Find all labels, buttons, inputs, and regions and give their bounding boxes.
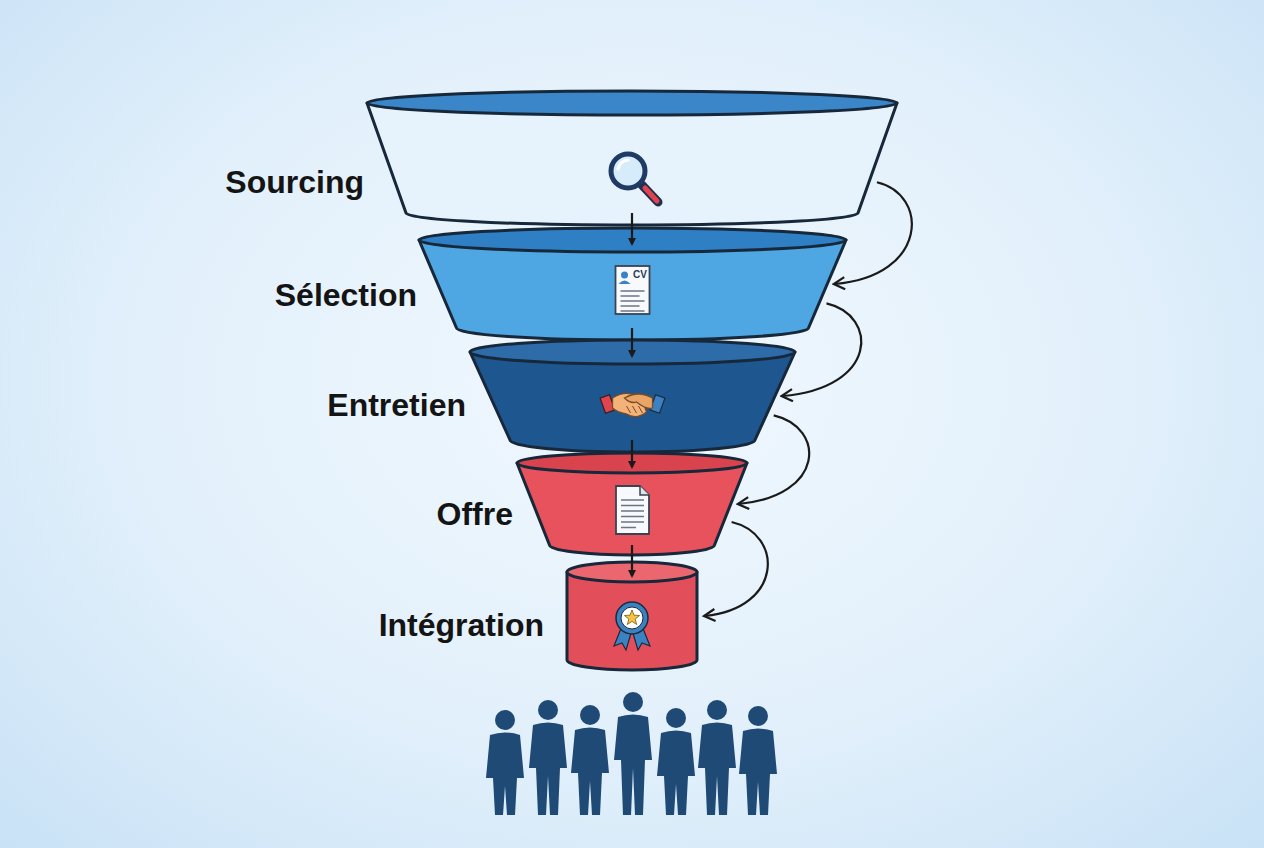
badge-icon	[614, 602, 650, 650]
doc-icon	[616, 486, 649, 534]
band-outline	[470, 340, 795, 452]
band-outline	[517, 453, 747, 555]
person-silhouette	[698, 700, 736, 815]
flow-arrow	[631, 440, 633, 467]
stage-label: Entretien	[327, 388, 466, 423]
cv-icon	[615, 266, 649, 314]
stage-label: Offre	[437, 497, 513, 532]
flow-arrow	[631, 545, 633, 576]
band-body	[567, 572, 697, 670]
band-outline	[419, 228, 846, 340]
person-silhouette	[657, 708, 695, 815]
funnel-band: Offre	[517, 453, 747, 555]
mag-icon	[611, 154, 658, 202]
stage-label: Intégration	[379, 608, 544, 643]
person-silhouette	[571, 705, 609, 815]
stage-label: Sourcing	[225, 165, 364, 200]
band-rim	[367, 91, 897, 115]
flow-arrow	[631, 213, 633, 244]
band-body	[470, 352, 795, 452]
band-body	[367, 103, 897, 225]
band-body	[419, 240, 846, 340]
stage-label: Sélection	[275, 278, 417, 313]
funnel-band: Sourcing	[367, 91, 897, 225]
band-rim	[517, 453, 747, 473]
band-outline	[367, 91, 897, 225]
icon-text: CV	[633, 270, 647, 280]
funnel-band: SélectionCV	[419, 228, 846, 340]
band-rim	[419, 228, 846, 252]
person-silhouette	[614, 692, 652, 815]
person-silhouette	[739, 706, 777, 815]
band-rim	[470, 340, 795, 364]
funnel-cylinder: Intégration	[567, 562, 697, 670]
funnel-band: Entretien	[470, 340, 795, 452]
person-silhouette	[486, 710, 524, 815]
flow-arrow	[631, 328, 633, 356]
person-silhouette	[529, 700, 567, 815]
hand-icon	[600, 393, 665, 416]
band-outline	[567, 562, 697, 670]
band-body	[517, 463, 747, 555]
band-rim	[567, 562, 697, 582]
